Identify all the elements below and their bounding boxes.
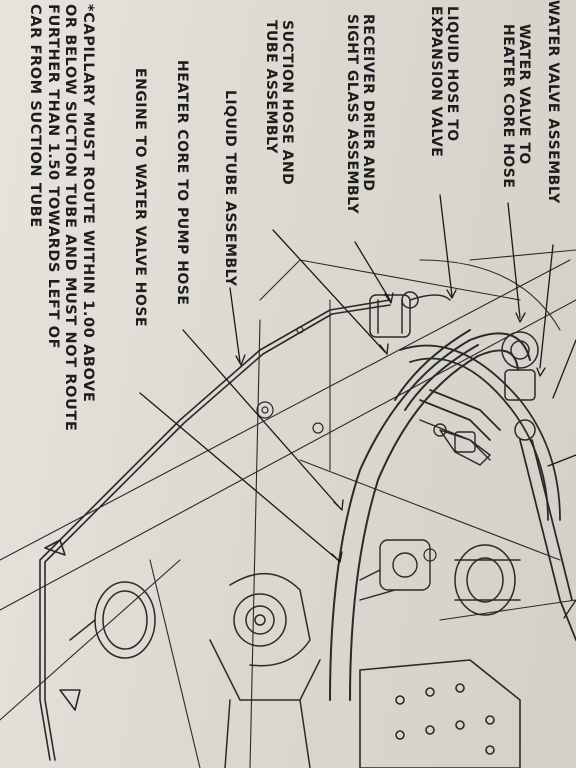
carburetor bbox=[359, 539, 431, 601]
expansion-valve bbox=[419, 419, 491, 461]
label-liquid-hose-to-expansion-valve: LIQUID HOSE TO EXPANSION VALVE bbox=[428, 6, 460, 158]
radiator-cap bbox=[69, 581, 156, 659]
leader-lines bbox=[139, 194, 576, 619]
label-engine-to-water-valve-hose: ENGINE TO WATER VALVE HOSE bbox=[132, 68, 148, 328]
capillary-routing-note: *CAPILLARY MUST ROUTE WITHIN 1.00 ABOVE … bbox=[27, 4, 97, 432]
liquid-tube bbox=[39, 299, 391, 761]
label-suction-hose-and-tube-assembly: SUCTION HOSE AND TUBE ASSEMBLY bbox=[263, 20, 295, 186]
body-outline bbox=[0, 249, 576, 768]
water-valve bbox=[439, 331, 539, 466]
compressor bbox=[359, 659, 521, 768]
alternator bbox=[209, 573, 321, 768]
suction-hose bbox=[329, 329, 531, 701]
label-heater-core-to-pump-hose: HEATER CORE TO PUMP HOSE bbox=[174, 60, 190, 306]
receiver-drier bbox=[369, 291, 451, 338]
label-receiver-drier-sight-glass: RECEIVER DRIER AND SIGHT GLASS ASSEMBLY bbox=[344, 14, 376, 214]
label-water-valve-to-heater-core-hose: WATER VALVE TO HEATER CORE HOSE bbox=[500, 24, 532, 189]
right-hose bbox=[519, 439, 576, 641]
heater-hoses bbox=[399, 344, 561, 521]
distributor bbox=[454, 544, 521, 616]
label-liquid-tube-assembly: LIQUID TUBE ASSEMBLY bbox=[222, 90, 238, 287]
label-water-valve-assembly: WATER VALVE ASSEMBLY bbox=[545, 0, 561, 204]
